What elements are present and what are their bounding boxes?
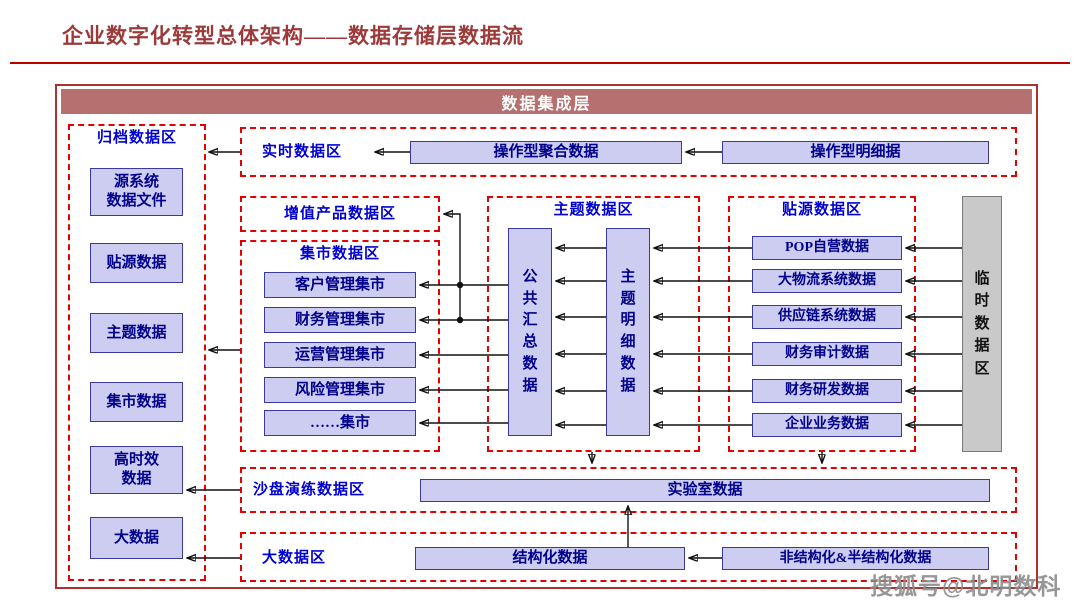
archive-zone <box>68 124 206 581</box>
value-added-zone <box>240 196 440 232</box>
mart-customer: 客户管理集市 <box>264 272 416 298</box>
page-title: 企业数字化转型总体架构——数据存储层数据流 <box>62 24 524 48</box>
subject-zone <box>487 196 700 452</box>
public-summary-data-box: 公共汇总数据 <box>508 228 552 436</box>
archive-zone-label: 归档数据区 <box>96 130 177 146</box>
source-supply-chain: 供应链系统数据 <box>752 305 902 329</box>
source-business: 企业业务数据 <box>752 413 902 437</box>
realtime-zone <box>240 127 1017 177</box>
watermark: 搜狐号@北明数科 <box>870 573 1062 599</box>
public-summary-data-text: 公共汇总数据 <box>522 268 538 394</box>
mart-others: ……集市 <box>264 410 416 436</box>
temp-zone-box: 临时数据区 <box>962 196 1002 452</box>
archive-item-subject-data: 主题数据 <box>90 313 183 353</box>
subject-detail-data-text: 主题明细数据 <box>620 268 636 394</box>
temp-zone-label: 临时数据区 <box>974 270 990 377</box>
archive-item-big-data: 大数据 <box>90 517 183 559</box>
mart-zone <box>240 240 440 452</box>
archive-item-source-data: 贴源数据 <box>90 243 183 283</box>
mart-operations: 运营管理集市 <box>264 342 416 368</box>
archive-item-high-timeliness: 高时效 数据 <box>90 446 183 494</box>
mart-zone-label: 集市数据区 <box>299 246 380 262</box>
archive-item-mart-data: 集市数据 <box>90 382 183 422</box>
lab-data-box: 实验室数据 <box>420 479 990 502</box>
subject-zone-label: 主题数据区 <box>553 202 634 218</box>
sandbox-zone-label: 沙盘演练数据区 <box>253 482 366 498</box>
value-added-zone-label: 增值产品数据区 <box>283 206 396 222</box>
unstructured-data-box: 非结构化&半结构化数据 <box>722 547 989 570</box>
subject-detail-data-box: 主题明细数据 <box>606 228 650 436</box>
source-logistics: 大物流系统数据 <box>752 269 902 293</box>
realtime-zone-label: 实时数据区 <box>262 144 343 160</box>
bigdata-zone-label: 大数据区 <box>262 550 327 566</box>
mart-finance: 财务管理集市 <box>264 307 416 333</box>
structured-data-box: 结构化数据 <box>415 547 685 570</box>
operational-aggregate-box: 操作型聚合数据 <box>410 141 682 164</box>
archive-item-source-files: 源系统 数据文件 <box>90 168 183 216</box>
source-audit: 财务审计数据 <box>752 342 902 366</box>
source-rd: 财务研发数据 <box>752 379 902 403</box>
source-pop: POP自营数据 <box>752 236 902 260</box>
source-zone <box>728 196 916 452</box>
operational-detail-box: 操作型明细据 <box>722 141 989 164</box>
title-divider <box>10 62 1070 64</box>
data-integration-layer-header: 数据集成层 <box>61 89 1032 114</box>
mart-risk: 风险管理集市 <box>264 377 416 403</box>
source-zone-label: 贴源数据区 <box>781 202 862 218</box>
